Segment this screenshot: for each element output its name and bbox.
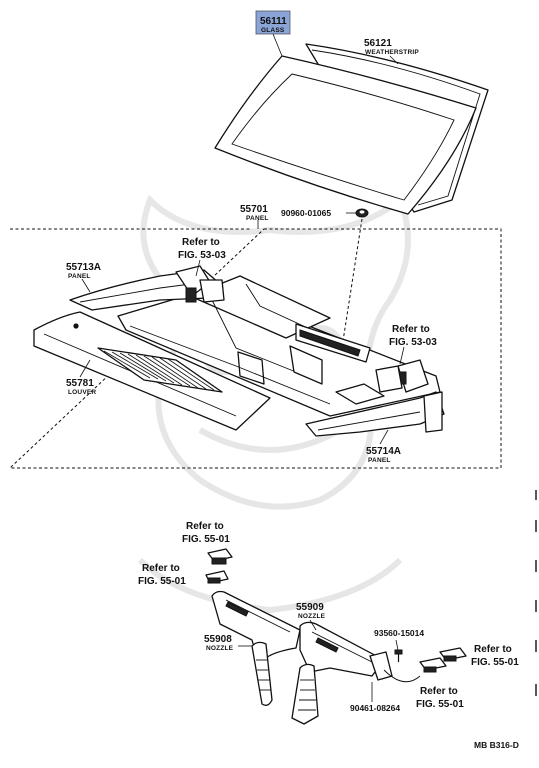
part-number-55909: 55909	[296, 602, 324, 613]
part-number-56121: 56121	[364, 38, 392, 49]
part-number-55701: 55701	[240, 204, 268, 215]
diagram-code: MB B316-D	[474, 740, 519, 750]
part-number-55714a: 55714A	[366, 446, 401, 457]
part-name-glass: GLASS	[261, 27, 285, 34]
nozzle-55909[interactable]	[291, 621, 421, 725]
label-56111[interactable]: 56111 GLASS	[260, 16, 287, 34]
label-55909[interactable]: 55909 NOZZLE	[296, 602, 326, 620]
label-90461-08264[interactable]: 90461-08264	[350, 703, 400, 713]
clip-lower[interactable]	[205, 570, 229, 584]
part-number-56111: 56111	[260, 16, 287, 27]
part-number-55908: 55908	[204, 634, 232, 645]
part-name-panel-55713a: PANEL	[68, 273, 91, 280]
label-93560-15014[interactable]: 93560-15014	[374, 628, 424, 638]
louver-55781[interactable]	[33, 311, 271, 431]
label-55908[interactable]: 55908 NOZZLE	[204, 634, 234, 652]
part-name-panel-55701: PANEL	[246, 215, 269, 222]
part-name-panel-55714a: PANEL	[368, 457, 391, 464]
screw-93560-15014[interactable]	[394, 649, 403, 662]
reference-fig: FIG. 53-03	[178, 250, 226, 261]
reference-fig: FIG. 55-01	[471, 657, 519, 668]
label-55714a[interactable]: 55714A PANEL	[366, 446, 401, 464]
clip-upper[interactable]	[207, 548, 233, 565]
reference-fig-55-01-left[interactable]: Refer to FIG. 55-01	[138, 563, 186, 587]
part-number-93560-15014: 93560-15014	[374, 628, 424, 638]
label-55713a[interactable]: 55713A PANEL	[66, 262, 101, 280]
clip-right-upper[interactable]	[439, 647, 467, 662]
part-number-90461-08264: 90461-08264	[350, 703, 400, 713]
label-56121[interactable]: 56121 WEATHERSTRIP	[364, 38, 419, 56]
part-name-weatherstrip: WEATHERSTRIP	[365, 49, 419, 56]
reference-text: Refer to	[186, 521, 224, 532]
reference-text: Refer to	[420, 686, 458, 697]
part-number-90960-01065: 90960-01065	[281, 208, 331, 218]
reference-fig-53-03-right[interactable]: Refer to FIG. 53-03	[389, 324, 437, 348]
reference-fig: FIG. 55-01	[416, 699, 464, 710]
label-90960-01065[interactable]: 90960-01065	[281, 208, 331, 218]
reference-fig-55-01-bottom[interactable]: Refer to FIG. 55-01	[416, 686, 464, 710]
diagram-code-text: MB B316-D	[474, 740, 519, 750]
nozzle-55908[interactable]	[211, 590, 301, 706]
part-number-55781: 55781	[66, 378, 94, 389]
reference-text: Refer to	[142, 563, 180, 574]
panel-55713a[interactable]	[69, 265, 225, 311]
label-55781[interactable]: 55781 LOUVER	[66, 378, 96, 396]
label-55701[interactable]: 55701 PANEL	[240, 204, 269, 222]
reference-text: Refer to	[392, 324, 430, 335]
reference-fig-55-01-right[interactable]: Refer to FIG. 55-01	[471, 644, 519, 668]
glass-56111[interactable]	[214, 55, 477, 215]
part-number-55713a: 55713A	[66, 262, 101, 273]
part-name-nozzle-55908: NOZZLE	[206, 645, 234, 652]
panel-assembly-boundary	[8, 228, 502, 469]
reference-text: Refer to	[474, 644, 512, 655]
panel-55714a[interactable]	[305, 359, 445, 437]
reference-fig: FIG. 53-03	[389, 337, 437, 348]
reference-fig: FIG. 55-01	[138, 576, 186, 587]
part-name-louver: LOUVER	[68, 389, 96, 396]
grommet-90960-01065[interactable]	[355, 208, 369, 218]
part-name-nozzle-55909: NOZZLE	[298, 613, 326, 620]
clip-right-lower[interactable]	[419, 657, 447, 673]
reference-fig: FIG. 55-01	[182, 534, 230, 545]
reference-fig-55-01-top[interactable]: Refer to FIG. 55-01	[182, 521, 230, 545]
reference-text: Refer to	[182, 237, 220, 248]
reference-fig-53-03-left[interactable]: Refer to FIG. 53-03	[178, 237, 226, 261]
